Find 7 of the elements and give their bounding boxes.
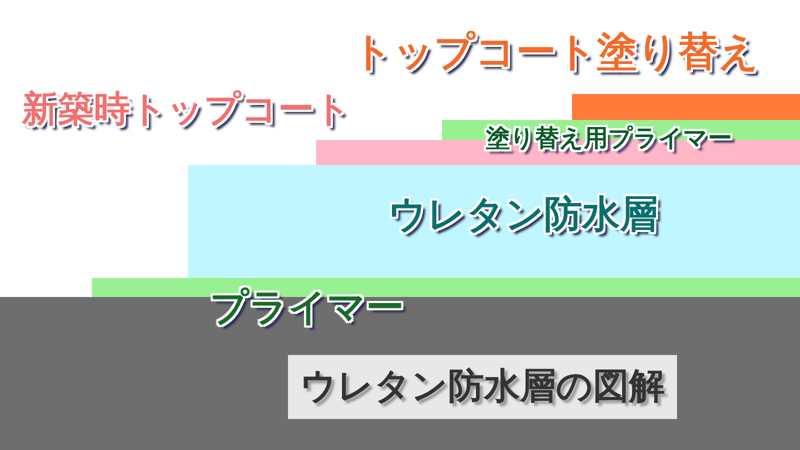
topcoat-layer [572,94,800,120]
layer-label: プライマー [210,288,404,326]
waterproof-layer [188,165,800,278]
layer-label: トップコート塗り替え [352,32,759,72]
layer-label: 新築時トップコート [22,92,351,128]
layer-label: ウレタン防水層 [388,195,658,233]
title: ウレタン防水層の図解 [288,355,677,419]
